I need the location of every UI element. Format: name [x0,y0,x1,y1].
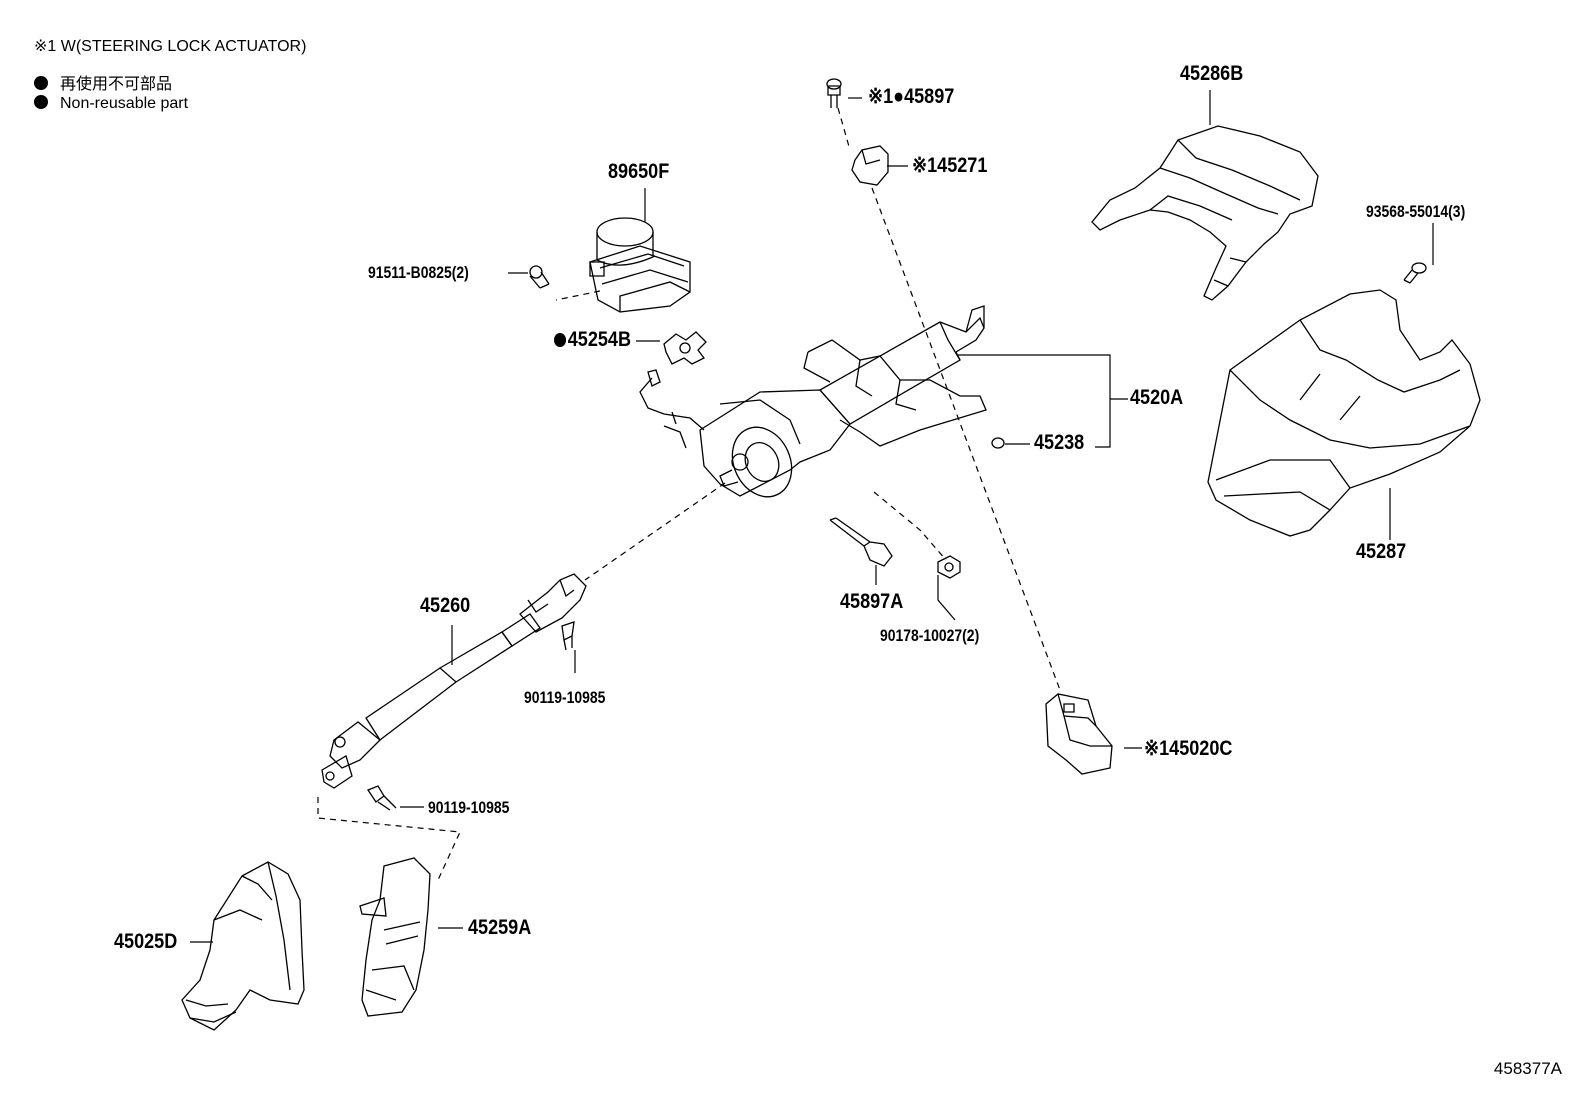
shaft-45260-drawing [322,574,586,788]
bolt-91511-drawing [530,266,549,288]
note-steering-lock: ※1 W(STEERING LOCK ACTUATOR) [34,36,306,56]
part-label-4520A[interactable]: 4520A [1130,386,1184,409]
column-4520A-drawing [640,306,986,506]
bolt-45897-drawing [827,79,841,108]
bolt-90119-a-drawing [562,622,574,650]
non-reusable-dot-icon [34,76,48,90]
part-label-90119-a[interactable]: 90119-10985 [524,688,606,707]
part-label-45025D[interactable]: 45025D [114,930,178,953]
lock-45020C-drawing [1046,694,1112,774]
nut-45238-drawing [992,438,1004,448]
part-label-91511[interactable]: 91511-B0825(2) [368,263,469,282]
legend-ja-text: 再使用不可部品 [60,76,173,93]
non-reusable-dot-icon [554,333,567,347]
bolt-45897A-drawing [830,518,892,566]
note-steering-lock-text: ※1 W(STEERING LOCK ACTUATOR) [34,38,307,55]
part-label-45254B-text: 45254B [567,328,632,351]
part-label-45287[interactable]: 45287 [1356,540,1407,563]
legend-ja: 再使用不可部品 [34,70,172,94]
part-label-90178[interactable]: 90178-10027(2) [880,626,980,645]
cover-45287-drawing [1208,290,1480,536]
nut-90178-drawing [938,556,960,578]
leader-lines [190,90,1433,942]
part-label-45271[interactable]: ※145271 [912,154,988,177]
part-label-45238[interactable]: 45238 [1034,431,1085,454]
bracket-45271-drawing [852,146,888,185]
dashed-assembly-lines [318,108,1060,880]
part-label-45254B[interactable]: 45254B [554,328,631,352]
legend-en-text: Non-reusable part [60,95,189,112]
ecu-89650F-drawing [590,218,690,312]
part-label-45259A[interactable]: 45259A [468,916,532,939]
part-label-90119-b[interactable]: 90119-10985 [428,798,510,817]
screw-93568-drawing [1404,263,1426,283]
part-label-45897[interactable]: ※1●45897 [868,85,955,108]
coupling-45254B-drawing [664,332,706,364]
part-label-45020C[interactable]: ※145020C [1144,737,1233,760]
part-label-93568[interactable]: 93568-55014(3) [1366,202,1466,221]
legend-en: Non-reusable part [34,95,188,113]
cover-45286B-drawing [1092,126,1318,300]
diagram-id: 458377A [1493,1059,1562,1078]
cover-45259A-drawing [360,858,430,1016]
non-reusable-dot-icon [34,95,48,109]
bolt-90119-b-drawing [368,786,396,810]
part-label-45260[interactable]: 45260 [420,594,471,617]
part-label-45286B[interactable]: 45286B [1180,62,1244,85]
boot-45025D-drawing [182,862,304,1030]
part-label-45897A[interactable]: 45897A [840,590,904,613]
part-label-89650F[interactable]: 89650F [608,160,670,183]
